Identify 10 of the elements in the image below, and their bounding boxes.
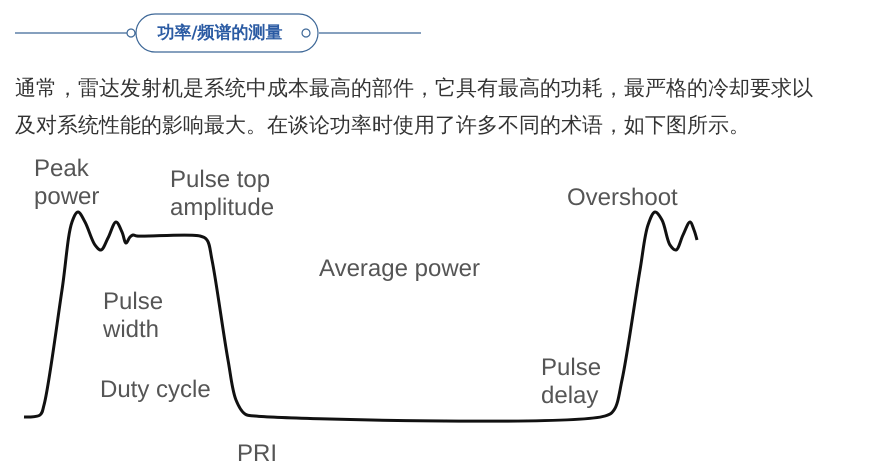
overshoot-label: Overshoot xyxy=(567,184,678,212)
section-title: 功率/频谱的测量 xyxy=(156,22,284,45)
pulse-delay-label: Pulse delay xyxy=(541,354,602,410)
duty-cycle-label: Duty cycle xyxy=(100,376,211,404)
pulse-width-label: Pulse width xyxy=(103,288,164,344)
intro-paragraph: 通常，雷达发射机是系统中成本最高的部件，它具有最高的功耗，最严格的冷却要求以及对系统性能的影响最大。在谈论功率时使用了许多不同的术语，如下图所示。 xyxy=(15,75,814,139)
pulse-top-amplitude-label: Pulse top amplitude xyxy=(170,166,276,222)
peak-power-label: Peak power xyxy=(34,155,100,211)
average-power-label: Average power xyxy=(319,255,480,283)
pri-label: PRI xyxy=(237,440,278,468)
